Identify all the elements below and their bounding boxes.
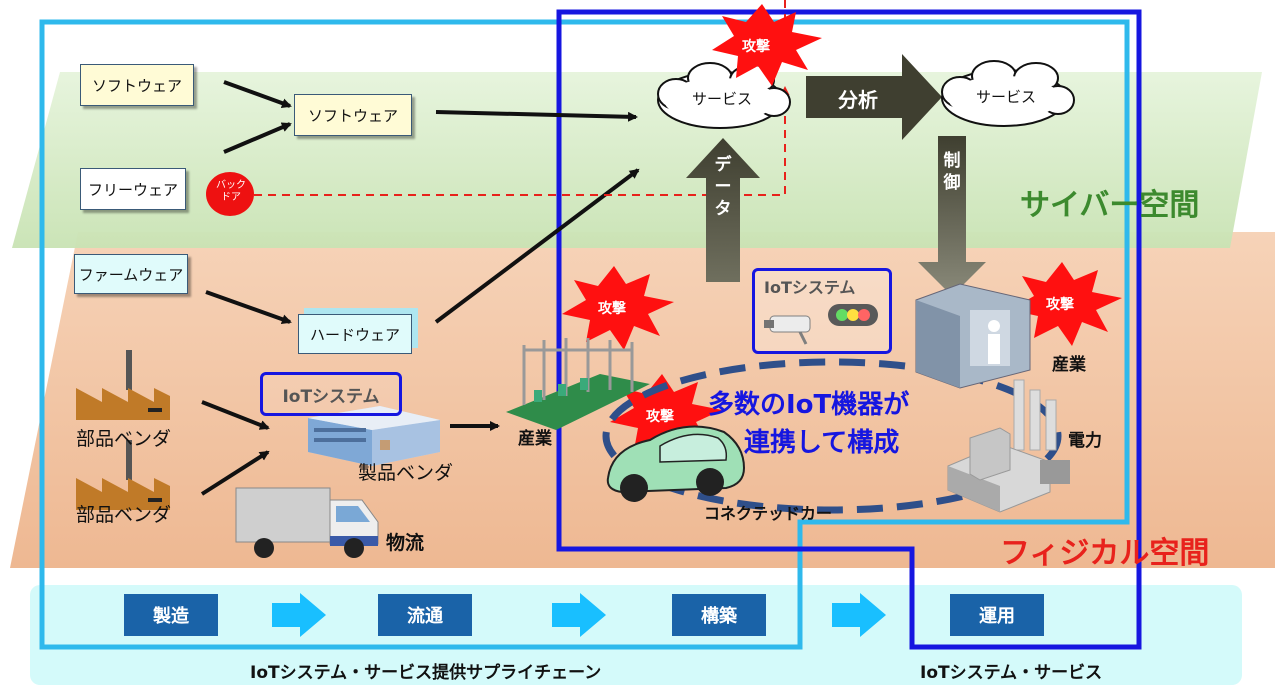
service-label-right: サービス [976,88,1037,106]
arrow-firm-to-hw [205,290,292,325]
supply-chain-caption: IoTシステム・サービス提供サプライチェーン [250,663,602,683]
backdoor-path [240,86,790,196]
product-vendor-label: 製品ベンダ [358,462,454,484]
connected-car-label: コネクテッドカー [704,504,833,523]
iot-system-box-center [752,268,892,354]
software-doc-a: ソフトウェア [80,64,194,106]
control-label: 制御 [943,151,961,193]
attack-burst-top [712,4,822,86]
parts-vendor-factory-b [76,440,170,510]
software-doc-b: ソフトウェア [294,94,412,136]
cloud-service-right [941,60,1075,127]
industry-control-room [915,283,1031,389]
arrow-vendor-a-to-iot [201,400,270,430]
arrow-vendor-b-to-iot [200,450,270,496]
step-distribution: 流通 [378,594,472,636]
step-arrow-2 [552,593,606,637]
physical-space-label: フィジカル空間 [1000,536,1210,571]
center-message-line2: 連携して構成 [744,428,900,458]
service-caption: IoTシステム・サービス [920,663,1103,683]
iot-system-label-center: IoTシステム [764,278,856,297]
step-construction: 構築 [672,594,766,636]
traffic-light-icon [828,304,878,326]
operations-frame [556,9,1142,650]
analysis-label: 分析 [838,88,878,112]
arrow-sw-to-sw [223,80,292,108]
iot-system-box-left: IoTシステム [260,372,402,416]
cloud-service-left [657,62,791,129]
industry-grid-image [506,338,650,430]
step-manufacturing: 製造 [124,594,218,636]
arrow-sw-to-service [435,110,638,122]
service-label-left: サービス [692,90,753,108]
attack-label-right: 攻撃 [1046,297,1074,313]
supply-chain-frame [39,19,1130,650]
hardware-box: ハードウェア [298,314,412,354]
step-arrow-3 [832,593,886,637]
power-label: 電力 [1068,431,1102,451]
arrow-free-to-sw [223,122,292,154]
parts-vendor-label-b: 部品ベンダ [76,504,172,526]
data-arrow [686,138,760,282]
firmware-doc: ファームウェア [74,254,188,294]
backdoor-badge [206,172,254,216]
logistics-truck [235,487,379,558]
attack-label-car: 攻撃 [646,409,674,425]
center-message-line1: 多数のIoT機器が [708,390,910,420]
iot-network-ellipse [602,358,1062,514]
power-plant [947,379,1070,513]
attack-label-top: 攻撃 [742,39,770,55]
step-operation: 運用 [950,594,1044,636]
parts-vendor-factory-a [76,350,170,420]
logistics-label: 物流 [386,532,425,554]
analysis-arrow [806,54,942,140]
control-arrow [918,136,986,296]
process-band [30,585,1242,685]
step-arrow-1 [272,593,326,637]
parts-vendor-label-a: 部品ベンダ [76,428,172,450]
industry-label-right: 産業 [1052,355,1086,375]
backdoor-label: バック ドア [216,180,246,203]
security-camera-icon [764,315,811,345]
freeware-doc: フリーウェア [80,168,186,210]
attack-burst-right [1010,262,1122,346]
product-vendor-building [308,406,440,466]
attack-burst-left [562,266,674,350]
connected-car [606,425,746,502]
attack-label-left: 攻撃 [598,301,626,317]
cyber-space-label: サイバー空間 [1020,188,1200,223]
industry-label-left: 産業 [518,429,552,449]
data-label: データ [714,155,732,219]
